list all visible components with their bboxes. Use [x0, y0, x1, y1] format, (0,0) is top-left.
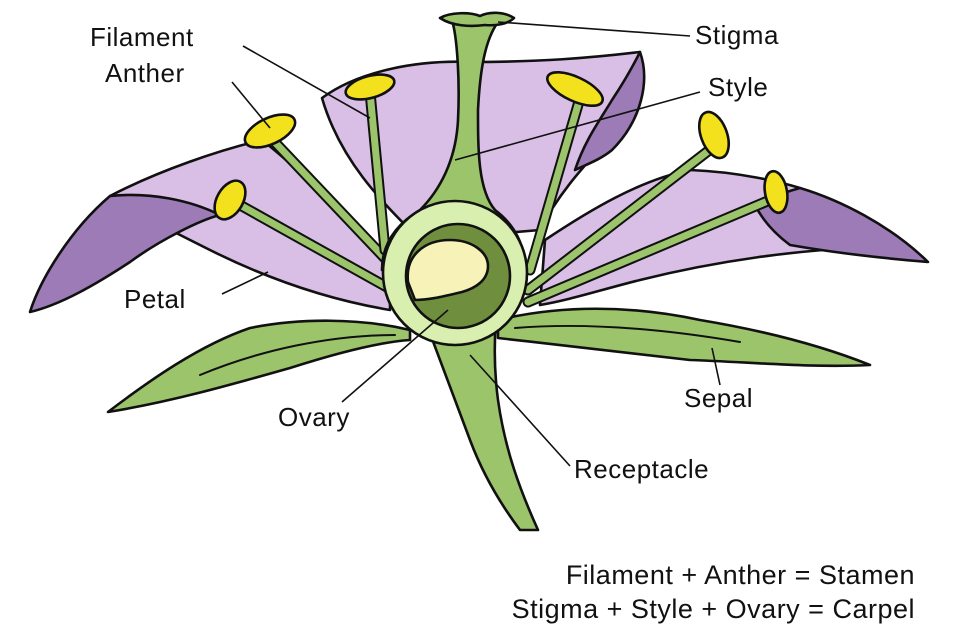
label-filament: Filament	[90, 22, 194, 52]
label-petal: Petal	[124, 284, 186, 314]
leader-receptacle	[469, 354, 571, 467]
formula-stamen: Filament + Anther = Stamen	[566, 560, 915, 590]
leader-anther	[231, 81, 271, 129]
leader-sepal	[711, 347, 721, 386]
label-anther: Anther	[105, 58, 185, 88]
leader-petal	[221, 271, 269, 295]
filament-3-fill	[366, 88, 389, 254]
label-stigma: Stigma	[695, 20, 779, 50]
anther-4	[546, 70, 604, 108]
anthers	[213, 70, 789, 221]
sepal-right-vein	[514, 324, 741, 343]
formulas: Filament + Anther = Stamen Stigma + Styl…	[512, 560, 915, 624]
filament-1-fill	[236, 201, 414, 304]
petal-back-fold	[573, 50, 646, 172]
sepal-left	[106, 319, 412, 414]
label-style: Style	[708, 72, 768, 102]
anther-2	[243, 113, 297, 149]
anther-6	[763, 169, 789, 215]
leader-lines	[221, 21, 721, 467]
label-sepal: Sepal	[684, 383, 753, 413]
carpel	[380, 11, 529, 347]
anther-5	[697, 110, 731, 160]
label-receptacle: Receptacle	[574, 454, 709, 484]
filament-5-fill	[524, 144, 716, 294]
filament-6-fill	[524, 196, 774, 306]
anther-1	[213, 179, 247, 221]
sepal-right	[496, 307, 872, 368]
labels: Filament Anther Stigma Style Petal Ovary…	[90, 20, 779, 484]
sepal-left-vein	[199, 334, 396, 376]
leader-style	[454, 91, 701, 161]
ovule	[406, 238, 490, 302]
receptacle	[423, 318, 540, 532]
filament-4-fill	[526, 94, 584, 274]
leader-stigma	[497, 21, 691, 37]
leader-filament	[242, 45, 371, 119]
stamens	[213, 70, 789, 308]
anther-3	[344, 73, 396, 101]
formula-carpel: Stigma + Style + Ovary = Carpel	[512, 594, 915, 624]
petals	[28, 50, 930, 314]
petal-left-fold	[28, 193, 222, 314]
label-ovary: Ovary	[278, 402, 350, 432]
sepals	[106, 307, 872, 414]
stigma	[438, 11, 516, 28]
leader-ovary	[341, 309, 449, 403]
